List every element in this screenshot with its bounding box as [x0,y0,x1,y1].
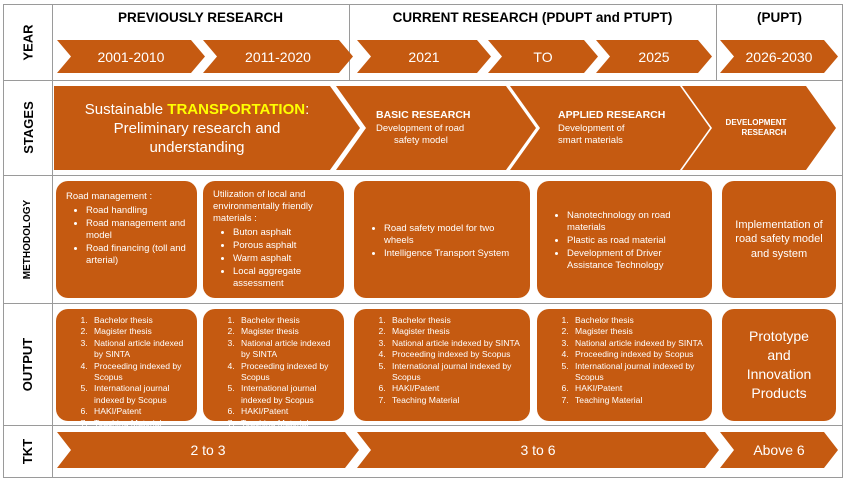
output-list: Bachelor thesis Magister thesis National… [203,309,344,428]
tkt-chevron: Above 6 [720,432,838,468]
list-item: Proceeding indexed by Scopus [90,361,189,384]
year-chevron: 2001-2010 [57,40,205,73]
column-divider [716,4,717,80]
year-chevron: 2011-2020 [203,40,353,73]
methodology-local-materials: Utilization of local and environmentally… [203,181,344,298]
list-item: Proceeding indexed by Scopus [237,361,336,384]
row-label-tkt: TKT [20,438,36,465]
column-divider [52,4,53,478]
row-divider [3,175,843,176]
list-item: Teaching Material [571,395,704,406]
header-pupt: (PUPT) [757,10,802,25]
list-item: Bachelor thesis [388,315,522,326]
list-item: International journal indexed by Scopus [90,383,189,406]
year-chevron: 2026-2030 [720,40,838,73]
output-list: Bachelor thesis Magister thesis National… [56,309,197,428]
list-item: Magister thesis [90,326,189,337]
list-item: Proceeding indexed by Scopus [571,349,704,360]
list-item: International journal indexed by Scopus [388,361,522,384]
list-item: Porous asphalt [233,240,336,252]
list-item: Road handling [86,205,189,217]
list-item: Proceeding indexed by Scopus [388,349,522,360]
list-item: Magister thesis [237,326,336,337]
list-item: Bachelor thesis [90,315,189,326]
list-item: Bachelor thesis [237,315,336,326]
list-item: HAKI/Patent [90,406,189,417]
output-list: Bachelor thesis Magister thesis National… [354,309,530,421]
list-item: Bachelor thesis [571,315,704,326]
row-label-methodology: METHODOLOGY [22,199,34,279]
methodology-road-management: Road management : Road handling Road man… [56,181,197,298]
stage-preliminary-research: Sustainable TRANSPORTATION: Preliminary … [54,86,360,170]
table-frame [3,4,843,478]
list-item: Intelligence Transport System [384,248,522,260]
list-item: Teaching Material [388,395,522,406]
tkt-chevron: 3 to 6 [357,432,719,468]
row-divider [3,80,843,81]
list-item: National article indexed by SINTA [90,338,189,361]
list-item: Teaching Material [237,418,336,429]
row-label-output: OUTPUT [20,337,36,391]
row-divider [3,425,843,426]
tkt-chevron: 2 to 3 [57,432,359,468]
list-item: Warm asphalt [233,253,336,265]
list-item: HAKI/Patent [237,406,336,417]
list-item: International journal indexed by Scopus [237,383,336,406]
year-chevron: 2021 [357,40,491,73]
methodology-implementation: Implementation of road safety model and … [722,181,836,298]
stage-applied-research: APPLIED RESEARCH Development of smart ma… [510,86,710,170]
transportation-highlight: TRANSPORTATION [167,100,306,118]
list-item: National article indexed by SINTA [388,338,522,349]
column-divider [349,4,350,80]
list-item: Development of Driver Assistance Technol… [567,248,704,272]
list-item: Road management and model [86,218,189,242]
methodology-road-safety: Road safety model for two wheels Intelli… [354,181,530,298]
list-item: National article indexed by SINTA [571,338,704,349]
year-chevron: 2025 [596,40,712,73]
list-item: Road financing (toll and arterial) [86,243,189,267]
row-label-stages: STAGES [20,101,36,154]
row-label-year: YEAR [20,23,36,61]
year-chevron: TO [488,40,598,73]
list-item: Buton asphalt [233,227,336,239]
stage-basic-research: BASIC RESEARCH Development of road safet… [336,86,536,170]
stage-development-research: DEVELOPMENT RESEARCH [682,86,836,170]
list-item: Road safety model for two wheels [384,223,522,247]
list-item: National article indexed by SINTA [237,338,336,361]
list-item: Magister thesis [571,326,704,337]
list-item: Plastic as road material [567,235,704,247]
output-list: Bachelor thesis Magister thesis National… [537,309,712,421]
methodology-smart-materials: Nanotechnology on road materials Plastic… [537,181,712,298]
row-divider [3,303,843,304]
header-current-research: CURRENT RESEARCH (PDUPT and PTUPT) [392,10,673,25]
list-item: Magister thesis [388,326,522,337]
list-item: HAKI/Patent [571,383,704,394]
output-prototype-products: Prototype and Innovation Products [722,309,836,421]
list-item: Local aggregate assessment [233,266,336,290]
list-item: HAKI/Patent [388,383,522,394]
list-item: International journal indexed by Scopus [571,361,704,384]
list-item: Nanotechnology on road materials [567,210,704,234]
header-previous-research: PREVIOUSLY RESEARCH [117,10,284,25]
list-item: Teaching Material [90,418,189,429]
